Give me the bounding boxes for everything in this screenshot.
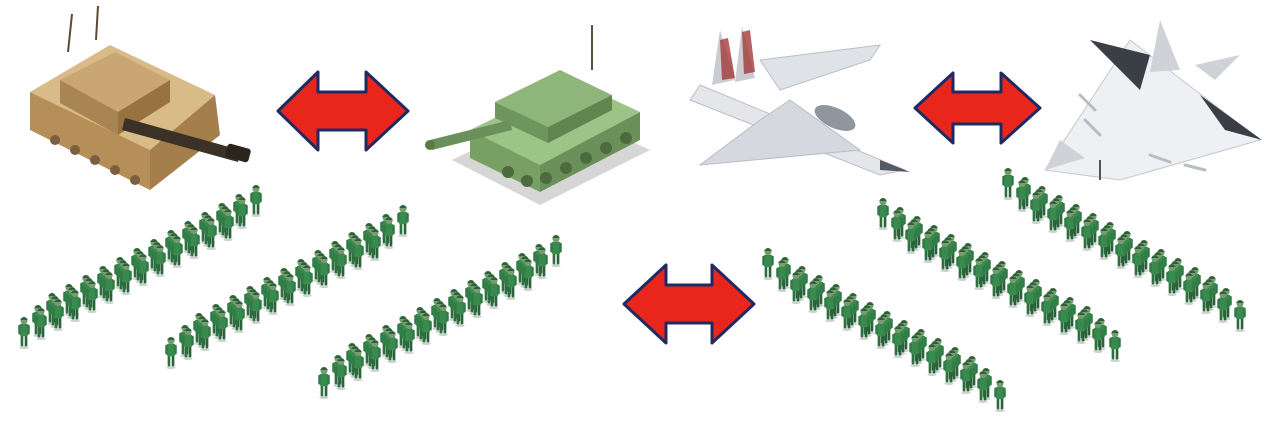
green-tank-icon — [425, 25, 650, 205]
soldier-icon — [1109, 330, 1121, 362]
white-fighter-jet-icon — [1045, 20, 1262, 180]
grey-fighter-jet-icon — [690, 26, 910, 175]
soldier-icon — [994, 380, 1006, 412]
desert-tank-icon — [30, 6, 251, 190]
soldier-icon — [550, 235, 562, 267]
double-arrow-icon — [915, 73, 1040, 143]
soldier-icon — [762, 248, 774, 280]
soldier-icon — [1002, 168, 1014, 200]
soldier-icon — [397, 205, 409, 237]
double-arrow-icon — [278, 72, 408, 150]
soldier-icon — [165, 337, 177, 369]
infantry-formations — [18, 168, 1246, 412]
soldier-icon — [877, 198, 889, 230]
soldier-icon — [1234, 300, 1246, 332]
double-arrow-icon — [624, 265, 754, 343]
soldier-icon — [250, 185, 262, 217]
soldier-icon — [318, 367, 330, 399]
soldier-icon — [18, 317, 30, 349]
